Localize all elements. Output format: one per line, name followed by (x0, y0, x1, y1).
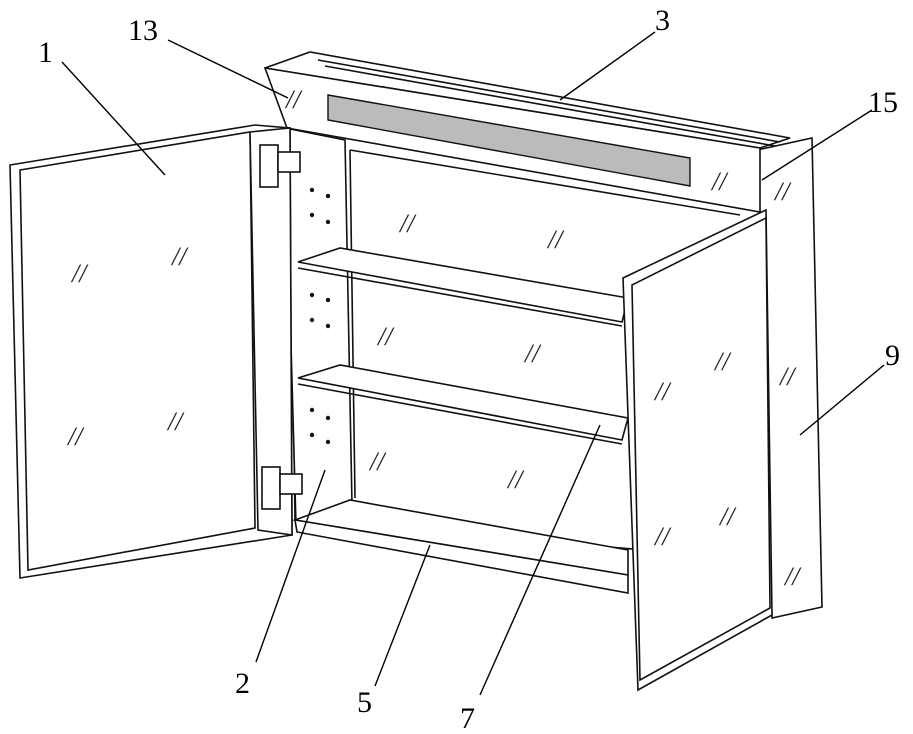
svg-text://: // (783, 562, 802, 591)
svg-text://: // (653, 377, 672, 406)
label-2: 2 (235, 667, 250, 700)
svg-text://: // (718, 502, 737, 531)
label-13: 13 (128, 14, 158, 47)
svg-text://: // (523, 339, 542, 368)
svg-text://: // (170, 242, 189, 271)
svg-text://: // (778, 362, 797, 391)
right-door (623, 210, 772, 690)
hinge-side-wall (285, 128, 352, 525)
svg-text://: // (713, 347, 732, 376)
label-5: 5 (357, 686, 372, 719)
left-door (10, 125, 292, 578)
svg-text://: // (398, 209, 417, 238)
svg-text://: // (506, 465, 525, 494)
label-15: 15 (868, 86, 898, 119)
svg-text://: // (773, 177, 792, 206)
svg-text://: // (66, 422, 85, 451)
svg-text://: // (710, 167, 729, 196)
svg-text://: // (546, 225, 565, 254)
label-9: 9 (885, 339, 900, 372)
label-3: 3 (655, 4, 670, 37)
svg-text://: // (166, 407, 185, 436)
svg-text://: // (70, 259, 89, 288)
svg-text://: // (284, 85, 303, 114)
label-1: 1 (38, 36, 53, 69)
svg-text://: // (653, 522, 672, 551)
svg-text://: // (376, 322, 395, 351)
label-7: 7 (460, 702, 475, 734)
svg-text://: // (368, 447, 387, 476)
